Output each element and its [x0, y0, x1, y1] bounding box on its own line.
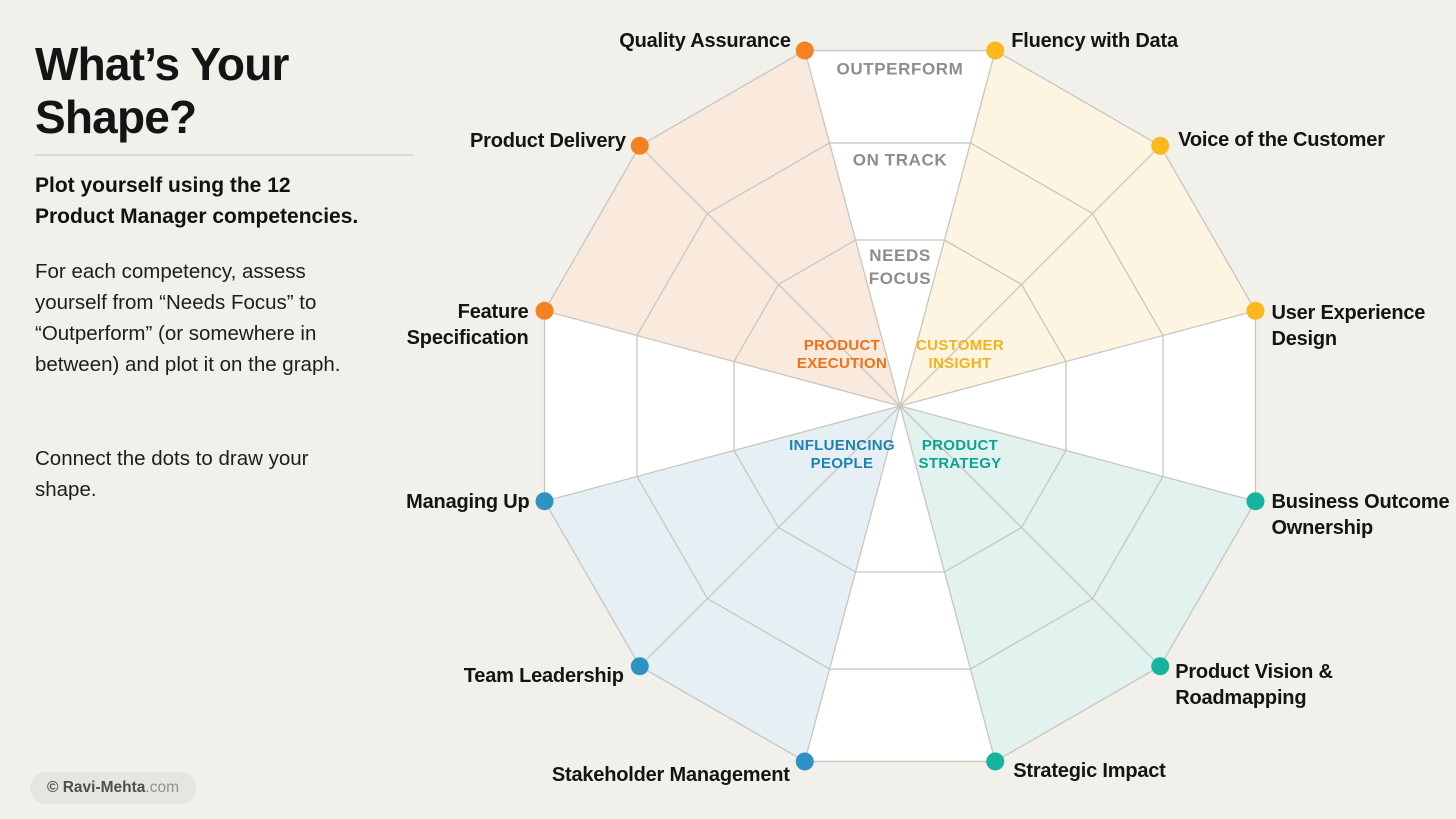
instructions-paragraph: For each competency, assess yourself fro… [35, 260, 341, 376]
competency-dot [1246, 301, 1265, 320]
grid-spoke-4 [899, 405, 1161, 667]
attribution-suffix: .com [145, 779, 180, 796]
instructions-lead: Plot yourself using the 12 Product Manag… [35, 174, 359, 228]
attribution-brand: © Ravi-Mehta [47, 779, 146, 796]
competency-dot [535, 492, 554, 511]
competency-dot [630, 136, 649, 155]
attribution-badge[interactable]: © Ravi-Mehta.com [30, 772, 197, 804]
competency-dot [1246, 492, 1265, 511]
grid-spoke-8 [544, 405, 901, 502]
competency-dot [630, 657, 649, 676]
title-divider [35, 154, 413, 156]
grid-spoke-0 [899, 50, 996, 407]
page-title: What’s Your Shape? [35, 38, 289, 143]
competency-dot [535, 301, 554, 320]
grid-spoke-3 [899, 405, 1256, 502]
grid-spoke-7 [639, 405, 901, 667]
competency-dot [795, 752, 814, 771]
grid-spoke-9 [544, 310, 901, 407]
competency-dot [1151, 136, 1170, 155]
competency-dot [986, 41, 1005, 60]
grid-spoke-10 [639, 145, 901, 407]
competency-dot [986, 752, 1005, 771]
grid-spoke-5 [899, 405, 996, 762]
grid-spoke-2 [899, 310, 1256, 407]
instructions-paragraph-2: Connect the dots to draw your shape. [35, 447, 309, 501]
competency-dot [795, 41, 814, 60]
competency-dot [1151, 657, 1170, 676]
grid-spoke-11 [804, 50, 901, 407]
grid-spoke-1 [899, 145, 1161, 407]
grid-spoke-6 [804, 405, 901, 762]
